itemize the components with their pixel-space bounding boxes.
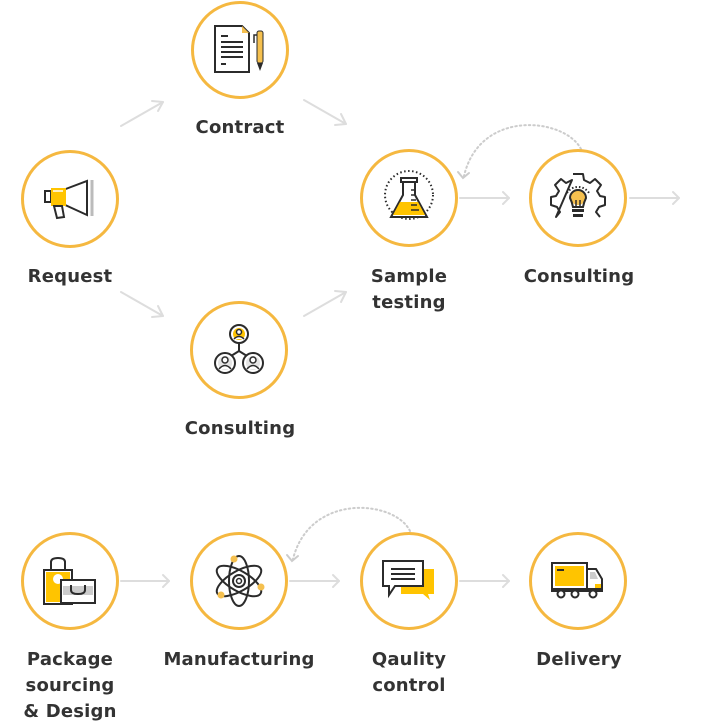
- step-delivery-node[interactable]: [529, 532, 627, 630]
- arrow-quality-to-delivery: [459, 574, 510, 588]
- step-consulting-team-node[interactable]: [190, 301, 288, 399]
- step-quality-control-label: Qaulity control: [371, 649, 447, 696]
- arrow-manufacturing-to-quality: [289, 574, 340, 588]
- step-consulting-idea-node[interactable]: [529, 149, 627, 247]
- arrow-request-to-consulting: [120, 291, 164, 318]
- step-sample-testing-label: Sample testing: [370, 266, 448, 313]
- step-manufacturing-node[interactable]: [190, 532, 288, 630]
- step-request-label: Request: [27, 266, 113, 287]
- step-sample-testing-node[interactable]: [360, 149, 458, 247]
- loop-arrow-consulting-to-sample: [463, 124, 582, 177]
- step-package-label: Package sourcing & Design: [23, 649, 117, 722]
- step-contract-label: Contract: [195, 117, 285, 138]
- delivery-truck-icon: [551, 562, 603, 599]
- megaphone-icon: [44, 179, 94, 220]
- arrow-sample-testing-to-consulting: [459, 191, 510, 205]
- step-consulting-idea-label: Consulting: [523, 266, 635, 287]
- gear-lightbulb-icon: [550, 173, 606, 218]
- chat-bubbles-icon: [382, 560, 434, 600]
- step-request-node[interactable]: [21, 150, 119, 248]
- loop-arrowhead-top: [457, 171, 470, 180]
- shopping-bags-icon: [43, 556, 96, 605]
- loop-arrow-quality-to-manufacturing: [292, 506, 411, 560]
- contract-document-pen-icon: [214, 25, 264, 73]
- arrow-request-to-contract: [120, 100, 164, 127]
- people-network-icon: [214, 324, 264, 374]
- loop-arrowhead-bottom: [286, 554, 299, 563]
- arrow-consulting-to-next: [629, 191, 680, 205]
- arrow-contract-to-sample-testing: [303, 99, 347, 126]
- lab-flask-icon: [384, 170, 434, 220]
- step-quality-control-node[interactable]: [360, 532, 458, 630]
- step-manufacturing-label: Manufacturing: [163, 649, 315, 670]
- arrow-package-to-manufacturing: [120, 574, 170, 588]
- step-package-node[interactable]: [21, 532, 119, 630]
- arrow-consulting-to-sample-testing: [303, 290, 347, 317]
- step-delivery-label: Delivery: [536, 649, 622, 670]
- step-contract-node[interactable]: [191, 1, 289, 99]
- step-consulting-team-label: Consulting: [184, 418, 296, 439]
- atom-icon: [215, 555, 265, 607]
